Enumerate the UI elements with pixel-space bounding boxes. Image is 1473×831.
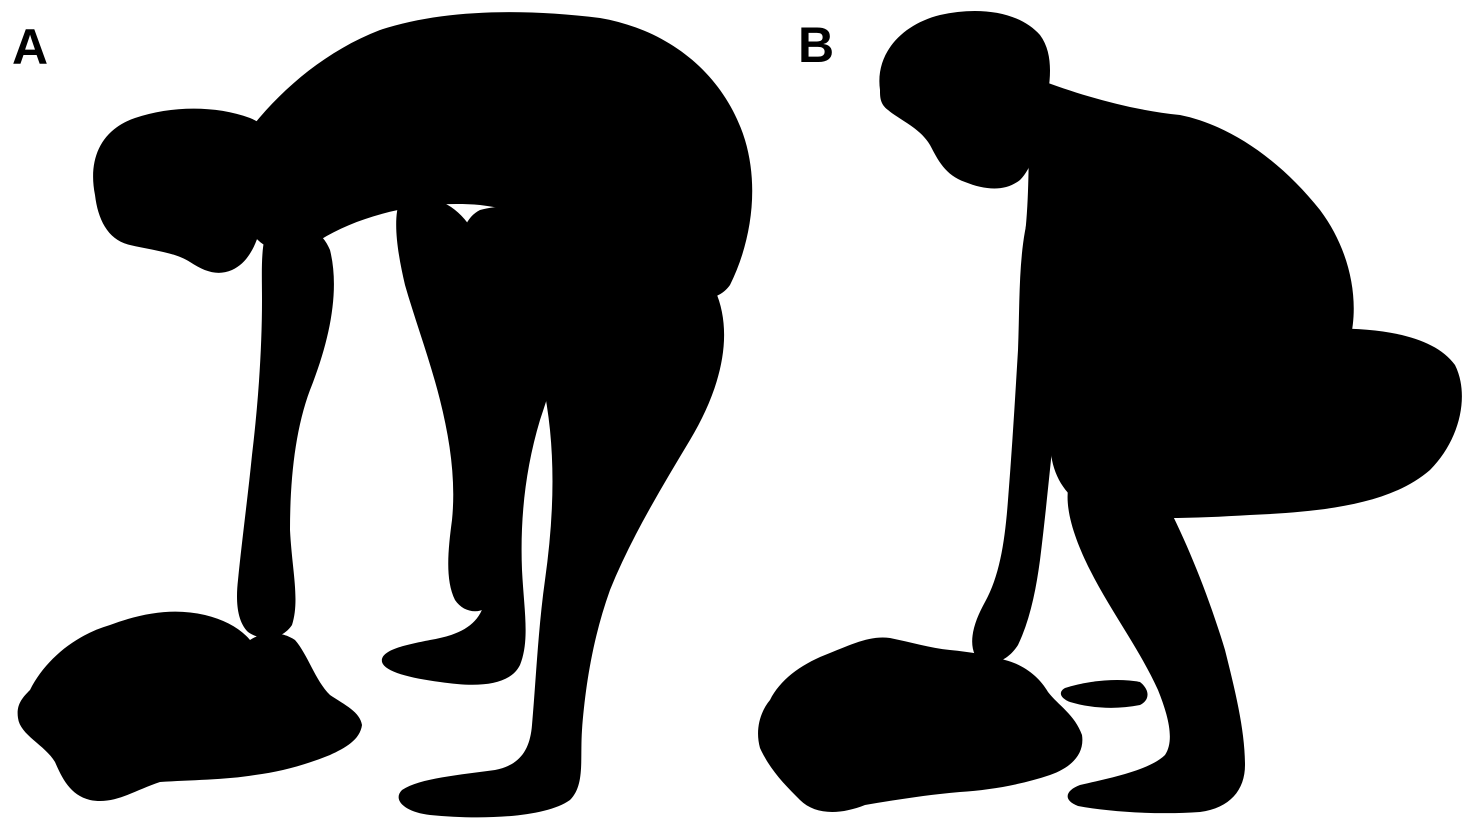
rock-object-b xyxy=(758,637,1082,812)
squatting-person-head xyxy=(879,11,1050,188)
panel-b-silhouette xyxy=(758,11,1462,813)
panel-label-b: B xyxy=(798,20,834,70)
squatting-person-back-foot xyxy=(1061,680,1148,708)
panel-a-silhouette xyxy=(18,12,753,817)
stooped-person-left-arm xyxy=(237,221,334,638)
panel-label-a: A xyxy=(12,22,48,72)
squatting-person-arm xyxy=(972,210,1063,663)
rock-object-a xyxy=(18,612,362,801)
squatting-person-shin xyxy=(1068,476,1245,813)
